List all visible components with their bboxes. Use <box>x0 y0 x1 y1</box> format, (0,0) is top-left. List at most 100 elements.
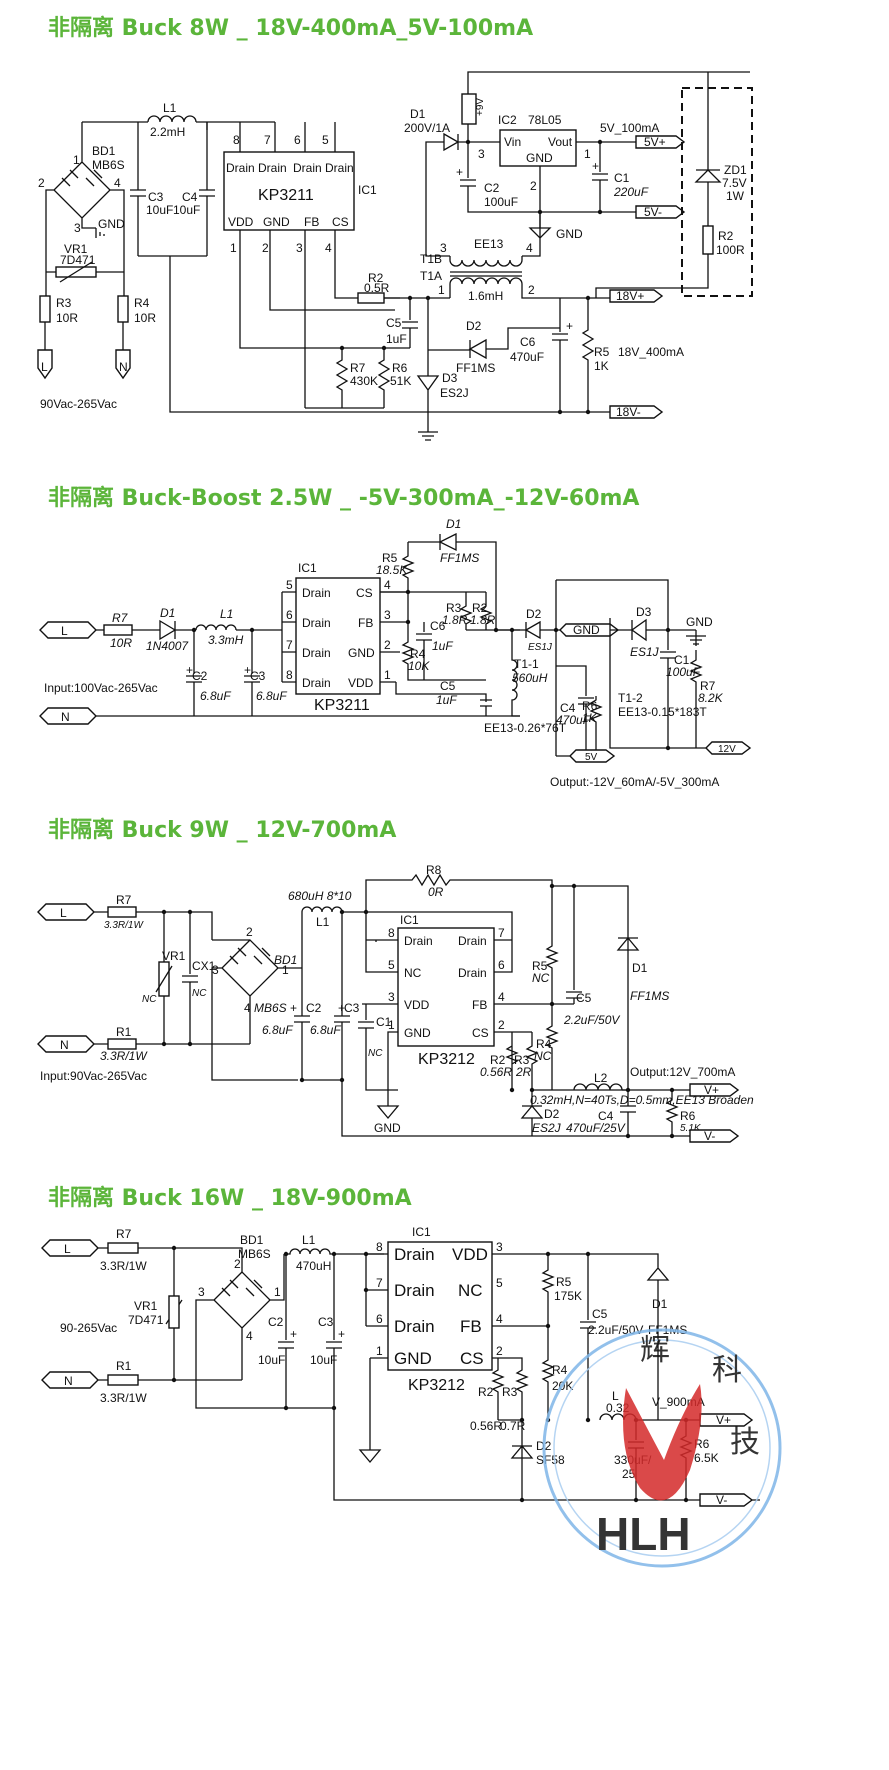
c4-l-terminal[interactable]: L <box>64 1242 71 1256</box>
c1-c4-ref: C4 <box>182 190 198 204</box>
c3-ic-drain6: Drain <box>458 966 487 980</box>
c2-junction <box>405 589 411 595</box>
c3-r7-value: 3.3R/1W <box>104 920 144 931</box>
c1-d3-value: ES2J <box>440 386 469 400</box>
c1-t1-value: 1.6mH <box>468 289 503 303</box>
c1-c6-plus: + <box>566 319 573 333</box>
c4-ic-pin1: 1 <box>376 1344 383 1358</box>
c4-ic-ref: IC1 <box>412 1225 431 1239</box>
c2-12v-flag[interactable]: 12V <box>718 744 736 755</box>
seal-char-1: 辉 <box>640 1334 670 1367</box>
c3-l-terminal[interactable]: L <box>60 906 67 920</box>
c3-r4-value: NC <box>534 1049 552 1063</box>
c2-c5-value: 1uF <box>436 693 457 707</box>
c3-n-terminal[interactable]: N <box>60 1038 69 1052</box>
c4-n-terminal[interactable]: N <box>64 1374 73 1388</box>
c1-junction <box>407 295 413 301</box>
c3-cx1-ref: CX1 <box>192 959 216 973</box>
c1-ic-pin6: 6 <box>294 133 301 147</box>
c4-c2-ref: C2 <box>268 1315 284 1329</box>
c1-input-label: 90Vac-265Vac <box>40 397 117 411</box>
c2-ic-drain7: Drain <box>302 646 331 660</box>
c3-vminus-flag[interactable]: V- <box>704 1129 715 1143</box>
c2-d1-value: FF1MS <box>440 551 479 565</box>
circuit-3-schematic: L N Input:90Vac-265Vac R7 3.3R/1W R1 3.3… <box>37 863 754 1143</box>
c3-r3-value: 2R <box>515 1065 532 1079</box>
c3-junction <box>161 909 167 915</box>
c3-ic-pin4: 4 <box>498 990 505 1004</box>
c4-vplus-flag[interactable]: V+ <box>716 1413 731 1427</box>
c1-r2b-ref: R2 <box>368 271 384 285</box>
c4-vminus-flag[interactable]: V- <box>716 1493 727 1507</box>
c3-d2-ref: D2 <box>544 1107 560 1121</box>
c3-vplus-flag[interactable]: V+ <box>704 1083 719 1097</box>
c2-ic-drain8: Drain <box>302 676 331 690</box>
c1-junction <box>425 295 431 301</box>
c1-5v-plus-flag[interactable]: 5V+ <box>644 135 666 149</box>
c1-r7-ref: R7 <box>350 361 366 375</box>
c1-ic-ref: IC1 <box>358 183 377 197</box>
c1-r4-ref: R4 <box>134 296 150 310</box>
c1-junction <box>597 139 603 145</box>
c3-r5-value: NC <box>532 971 550 985</box>
c3-bd1-value: MB6S <box>254 1001 287 1015</box>
c2-ic-pin3: 3 <box>384 608 391 622</box>
c1-c3-ref: C3 <box>148 190 164 204</box>
c3-c2-plus: + <box>290 1001 297 1015</box>
c2-ic-pin1: 1 <box>384 668 391 682</box>
c3-junction <box>549 1001 555 1007</box>
c1-ic-vdd: VDD <box>228 215 254 229</box>
c3-c4-value: 470uF/25V <box>566 1121 626 1135</box>
c1-18v-minus-flag[interactable]: 18V- <box>616 405 641 419</box>
c2-ic-pin2: 2 <box>384 638 391 652</box>
c2-gnd-flag[interactable]: GND <box>573 623 600 637</box>
c4-bd1-ref: BD1 <box>240 1233 264 1247</box>
c1-9v-flag[interactable]: +9V <box>475 98 486 116</box>
c3-ic-ref: IC1 <box>400 913 419 927</box>
c4-junction <box>331 1405 337 1411</box>
seal-char-3: 技 <box>730 1426 760 1459</box>
c4-vr1-ref: VR1 <box>134 1299 158 1313</box>
c4-junction <box>363 1287 369 1293</box>
c4-c5-ref: C5 <box>592 1307 608 1321</box>
c3-ic-pin5: 5 <box>388 958 395 972</box>
c2-c3-ref: C3 <box>250 669 266 683</box>
c2-junction <box>665 627 671 633</box>
c1-c1-ref: C1 <box>614 171 630 185</box>
c1-junction <box>381 345 387 351</box>
c2-junction <box>553 627 559 633</box>
c1-l-terminal[interactable]: L <box>41 360 48 374</box>
c4-r3-value: 0.7R <box>500 1419 526 1433</box>
c2-d2-ref: D2 <box>526 607 542 621</box>
c4-r5-ref: R5 <box>556 1275 572 1289</box>
c4-ic-pin8: 8 <box>376 1240 383 1254</box>
c1-r5-value: 1K <box>594 359 609 373</box>
c1-d2-value: FF1MS <box>456 361 495 375</box>
c2-ic-drain5: Drain <box>302 586 331 600</box>
c2-r4-ref: R4 <box>410 647 426 661</box>
c4-junction <box>283 1251 289 1257</box>
c2-l-terminal[interactable]: L <box>61 624 68 638</box>
c1-18v-plus-flag[interactable]: 18V+ <box>616 289 644 303</box>
c4-ic-pin7: 7 <box>376 1276 383 1290</box>
c1-junction <box>465 139 471 145</box>
c1-n-terminal[interactable]: N <box>119 360 128 374</box>
c2-5v-flag[interactable]: 5V <box>585 752 598 763</box>
c4-r1-value: 3.3R/1W <box>100 1391 147 1405</box>
c1-ic-fb: FB <box>304 215 319 229</box>
c2-n-terminal[interactable]: N <box>61 710 70 724</box>
c4-junction <box>585 1251 591 1257</box>
c1-zd1-ref: ZD1 <box>724 163 747 177</box>
c1-d1-pin3: 3 <box>478 147 485 161</box>
seal-brand: HLH <box>596 1508 691 1560</box>
c4-c3-ref: C3 <box>318 1315 334 1329</box>
c2-ic-drain6: Drain <box>302 616 331 630</box>
c4-d1-ref: D1 <box>652 1297 668 1311</box>
c1-r3-ref: R3 <box>56 296 72 310</box>
c1-c2-value: 100uF <box>484 195 518 209</box>
c4-ic-pin6: 6 <box>376 1312 383 1326</box>
c2-ic-ref: IC1 <box>298 561 317 575</box>
circuit-3-title: 非隔离 Buck 9W _ 12V-700mA <box>48 818 397 843</box>
c1-5v-minus-flag[interactable]: 5V- <box>644 205 662 219</box>
c2-c2-ref: C2 <box>192 669 208 683</box>
